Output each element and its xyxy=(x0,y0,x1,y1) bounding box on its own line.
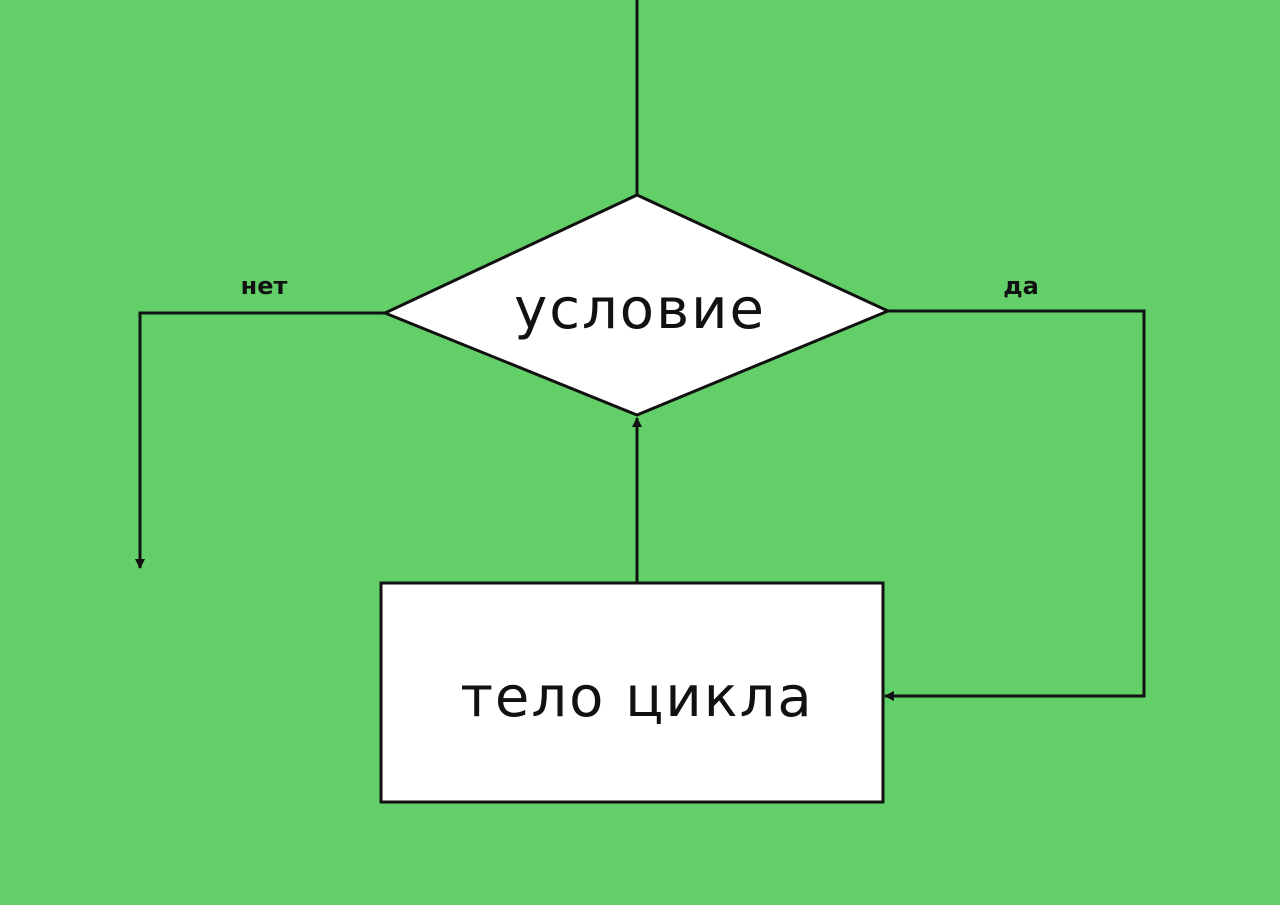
yes-branch-label: да xyxy=(1003,272,1039,300)
no-branch-connector xyxy=(135,311,385,569)
no-branch-label: нет xyxy=(241,272,288,300)
yes-branch-connector xyxy=(884,309,1146,701)
condition-diamond xyxy=(381,193,892,417)
condition-label: условие xyxy=(514,277,766,342)
loop-body-box xyxy=(379,581,885,804)
loop-body-label: тело цикла xyxy=(460,665,813,730)
